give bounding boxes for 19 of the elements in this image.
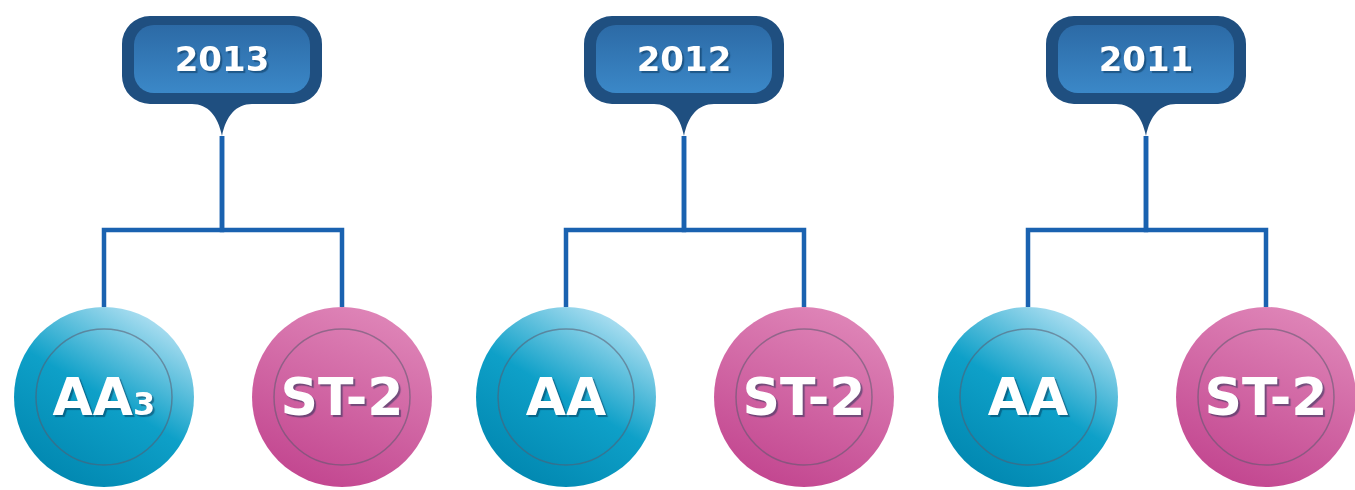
label-circle bbox=[714, 307, 894, 487]
label-circle bbox=[14, 307, 194, 487]
connector-line bbox=[219, 136, 345, 307]
year-label: 2013 bbox=[174, 39, 270, 79]
label-circle bbox=[252, 307, 432, 487]
circle-label: AA bbox=[987, 367, 1069, 427]
year-callout bbox=[584, 16, 784, 136]
label-circle bbox=[938, 307, 1118, 487]
year-callout bbox=[122, 16, 322, 136]
circle-label: ST-2 bbox=[1204, 367, 1328, 427]
connector-line bbox=[1143, 136, 1269, 307]
year-callout bbox=[1046, 16, 1246, 136]
circle-label: ST-2 bbox=[742, 367, 866, 427]
connector-line bbox=[681, 136, 807, 307]
circle-label: AA bbox=[525, 367, 607, 427]
year-label: 2012 bbox=[636, 39, 732, 79]
circle-label: ST-2 bbox=[280, 367, 404, 427]
year-label: 2011 bbox=[1098, 39, 1194, 79]
label-circle bbox=[476, 307, 656, 487]
